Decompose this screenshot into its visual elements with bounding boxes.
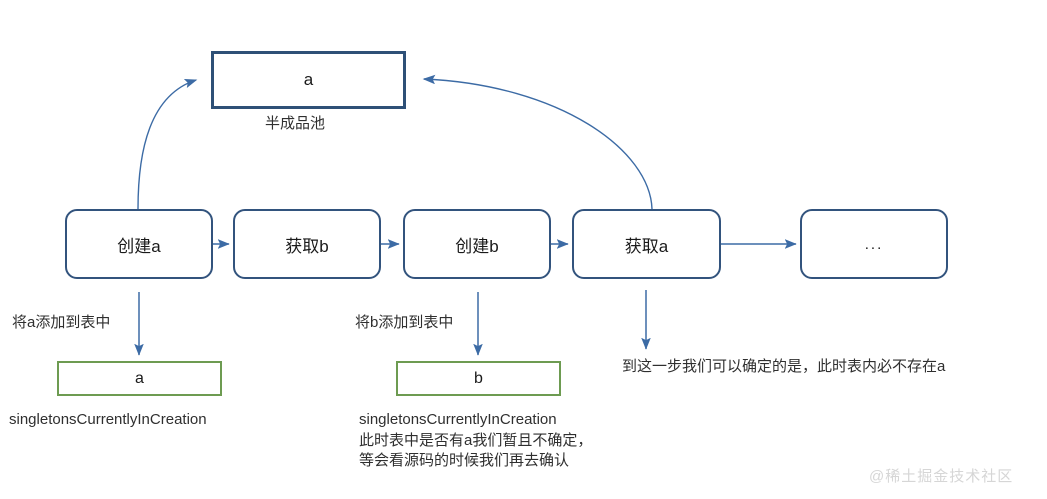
- flow-node-ellipsis[interactable]: ...: [800, 209, 948, 279]
- edge-create-a-to-pool: [137, 78, 198, 210]
- flow-node-ellipsis-label: ...: [864, 235, 884, 253]
- table-box-a-label: a: [135, 369, 144, 387]
- pool-caption: 半成品池: [265, 115, 326, 132]
- pool-box: a: [211, 51, 406, 109]
- edge-get-a-to-pool: [422, 74, 653, 210]
- edge-label-add-a: 将a添加到表中: [12, 314, 111, 331]
- watermark: @稀土掘金技术社区: [869, 468, 1014, 485]
- flow-node-get-b[interactable]: 获取b: [233, 209, 381, 279]
- flow-node-get-a-label: 获取a: [624, 236, 669, 256]
- annotation-middle-note: 此时表中是否有a我们暂且不确定， 等会看源码的时候我们再去确认: [359, 432, 593, 469]
- flow-node-create-b[interactable]: 创建b: [403, 209, 551, 279]
- table-box-b: b: [396, 361, 561, 396]
- table-box-b-label: b: [474, 369, 483, 387]
- pool-box-label: a: [303, 70, 314, 89]
- flow-node-get-a[interactable]: 获取a: [572, 209, 721, 279]
- table-box-a: a: [57, 361, 222, 396]
- edge-label-add-b: 将b添加到表中: [355, 314, 454, 331]
- annotation-middle-table-name: singletonsCurrentlyInCreation: [359, 411, 557, 428]
- annotation-right-note: 到这一步我们可以确定的是，此时表内必不存在a: [622, 358, 946, 375]
- flow-node-create-a[interactable]: 创建a: [65, 209, 213, 279]
- annotation-left-table-name: singletonsCurrentlyInCreation: [9, 411, 207, 428]
- flow-node-create-a-label: 创建a: [117, 236, 161, 256]
- flow-node-create-b-label: 创建b: [455, 236, 499, 256]
- flow-node-get-b-label: 获取b: [285, 236, 329, 256]
